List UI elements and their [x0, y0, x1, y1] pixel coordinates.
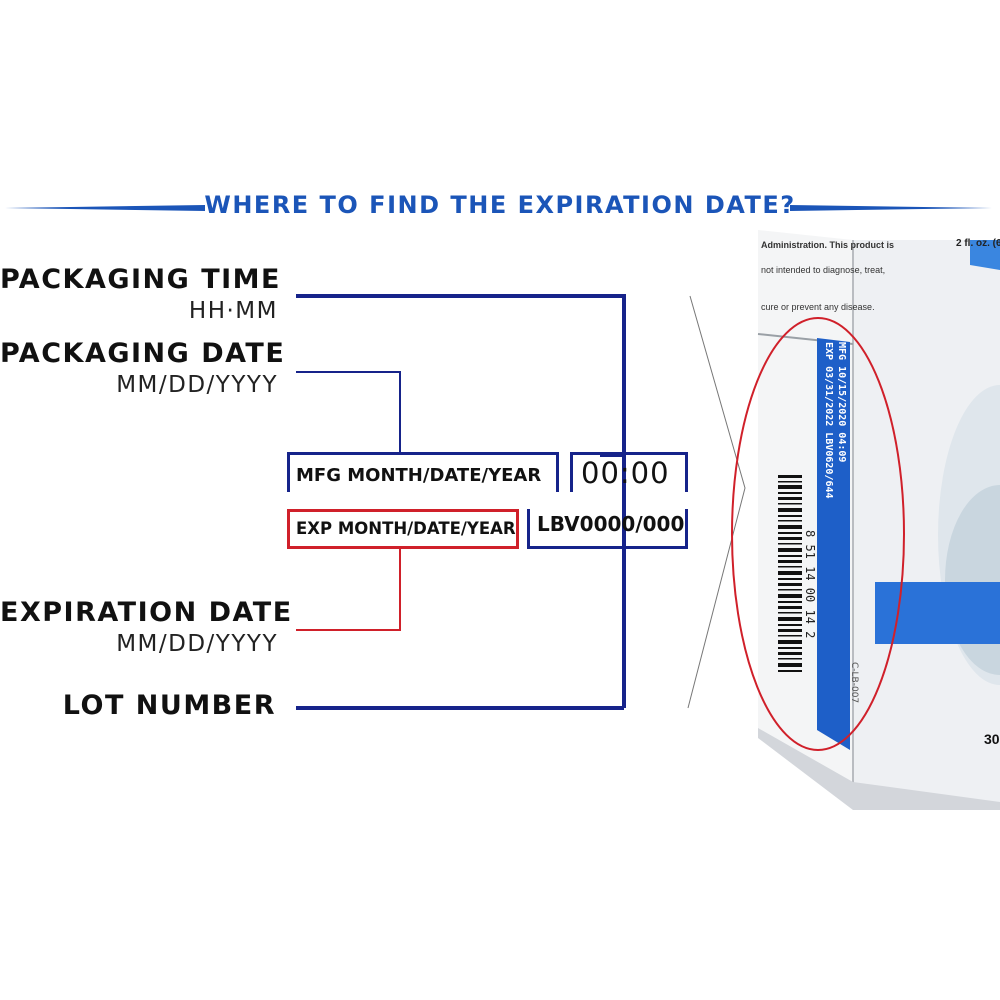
packaging-time-format: HH·MM [188, 298, 278, 324]
time-box: 00:00 [570, 452, 688, 492]
packaging-time-line [296, 294, 626, 457]
product-stripe-line-2: EXP 03/31/2022 LBV0620/644 [823, 342, 834, 499]
title-rules [5, 205, 992, 211]
zoom-funnel [687, 295, 746, 709]
packaging-date-label: PACKAGING DATE [0, 338, 286, 369]
packaging-date-format: MM/DD/YYYY [116, 372, 278, 398]
mfg-box: MFG MONTH/DATE/YEAR [287, 452, 559, 492]
page-title: WHERE TO FIND THE EXPIRATION DATE? [204, 191, 796, 219]
mfg-box-text: MFG MONTH/DATE/YEAR [296, 465, 542, 486]
product-stripe-line-1: MFG 10/15/2020 04:09 [836, 342, 847, 462]
expiration-date-label: EXPIRATION DATE [0, 597, 293, 628]
product-text-line-1: Administration. This product is [761, 240, 894, 250]
product-ledge [758, 728, 1000, 810]
highlight-ellipse [731, 317, 905, 751]
exp-box-text: EXP MONTH/DATE/YEAR [296, 519, 516, 538]
lot-number-label: LOT NUMBER [62, 690, 276, 721]
product-box: Administration. This product is not inte… [731, 230, 1000, 810]
product-side-code: C-LB-007 [849, 662, 859, 703]
exp-box: EXP MONTH/DATE/YEAR [287, 509, 519, 549]
product-count-text: 30 [984, 731, 1000, 747]
product-top-tab [970, 240, 1000, 270]
barcode-digits: 8 51 14 00 14 2 [803, 530, 817, 638]
lot-box-text: LBV0000/000 [537, 512, 685, 536]
title-rule-right [790, 205, 992, 211]
product-volume-text: 2 fl. oz. (6 m [956, 238, 1000, 249]
product-text-line-2: not intended to diagnose, treat, [761, 265, 885, 275]
product-right-face [853, 240, 1000, 810]
lot-box: LBV0000/000 [527, 509, 688, 549]
packaging-date-line [296, 371, 401, 455]
packaging-time-label: PACKAGING TIME [0, 264, 281, 295]
product-blue-stripe [817, 338, 850, 750]
expiration-date-line [296, 546, 401, 631]
barcode [778, 475, 802, 672]
expiration-date-format: MM/DD/YYYY [116, 631, 278, 657]
product-text-line-3: cure or prevent any disease. [761, 302, 875, 312]
title-rule-left [5, 205, 205, 211]
product-blue-band [875, 582, 1000, 644]
time-box-text: 00:00 [581, 456, 670, 490]
